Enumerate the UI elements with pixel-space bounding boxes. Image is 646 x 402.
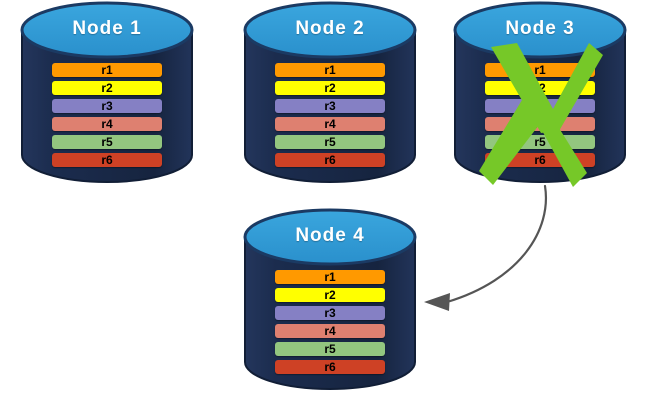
row-r6[interactable]: r6 (275, 360, 385, 374)
node-rows-4: r1 r2 r3 r4 r5 r6 (275, 270, 385, 374)
row-r1[interactable]: r1 (52, 63, 162, 77)
row-r5[interactable]: r5 (52, 135, 162, 149)
row-r4[interactable]: r4 (275, 117, 385, 131)
row-r3[interactable]: r3 (52, 99, 162, 113)
node-rows-1: r1 r2 r3 r4 r5 r6 (52, 63, 162, 167)
row-r1[interactable]: r1 (275, 63, 385, 77)
row-r6[interactable]: r6 (275, 153, 385, 167)
row-r2[interactable]: r2 (275, 288, 385, 302)
row-r3[interactable]: r3 (275, 99, 385, 113)
row-r1[interactable]: r1 (275, 270, 385, 284)
row-r2[interactable]: r2 (275, 81, 385, 95)
node-cylinder-2[interactable]: Node 2 r1 r2 r3 r4 r5 r6 (243, 1, 417, 185)
node-cylinder-1[interactable]: Node 1 r1 r2 r3 r4 r5 r6 (20, 1, 194, 185)
row-r5[interactable]: r5 (275, 135, 385, 149)
row-r6[interactable]: r6 (52, 153, 162, 167)
row-r2[interactable]: r2 (52, 81, 162, 95)
row-r4[interactable]: r4 (52, 117, 162, 131)
node-cylinder-4[interactable]: Node 4 r1 r2 r3 r4 r5 r6 (243, 208, 417, 392)
node-rows-2: r1 r2 r3 r4 r5 r6 (275, 63, 385, 167)
row-r5[interactable]: r5 (275, 342, 385, 356)
row-r3[interactable]: r3 (275, 306, 385, 320)
row-r4[interactable]: r4 (275, 324, 385, 338)
